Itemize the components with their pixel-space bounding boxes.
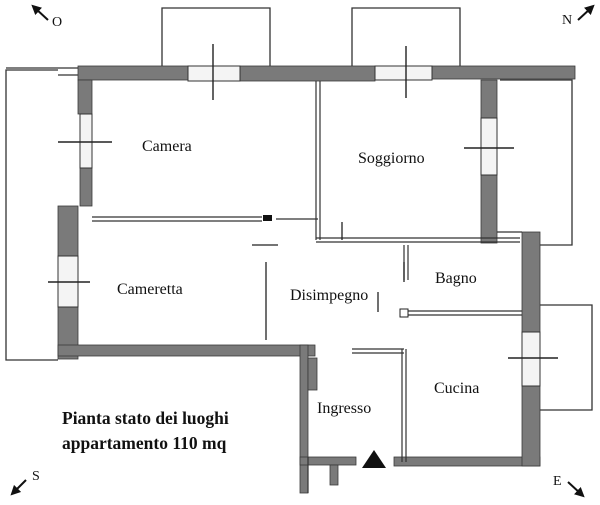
compass-arrow-top-left-icon xyxy=(31,4,49,21)
wall-left-a xyxy=(77,79,93,115)
window-right-soggiorno xyxy=(480,117,498,176)
wall-bottom-b xyxy=(393,456,541,467)
room-label-camera: Camera xyxy=(142,138,192,155)
room-label-bagno: Bagno xyxy=(435,270,477,287)
bagno-door-pivot xyxy=(399,308,409,318)
wall-bottom-stub xyxy=(329,464,339,486)
balcony-right-upper xyxy=(500,79,573,246)
wall-top-a xyxy=(77,65,189,81)
room-label-disimpegno: Disimpegno xyxy=(290,287,368,304)
partitions xyxy=(92,81,522,493)
window-right-cucina xyxy=(521,331,541,387)
wall-right-c xyxy=(521,231,541,333)
wall-ingresso-left xyxy=(299,344,309,494)
room-label-soggiorno: Soggiorno xyxy=(358,150,425,167)
window-top-camera xyxy=(187,65,241,82)
compass-arrow-bottom-left-icon xyxy=(10,479,27,496)
balcony-left xyxy=(5,69,58,361)
window-ticks xyxy=(48,44,558,359)
walls xyxy=(57,65,576,494)
wall-right-a xyxy=(480,79,498,119)
door-hinge-mark xyxy=(263,215,272,221)
room-label-cameretta: Cameretta xyxy=(117,281,183,298)
wall-left-c xyxy=(57,205,79,257)
caption-line-1: Pianta stato dei luoghi xyxy=(62,408,229,428)
balconies xyxy=(5,7,593,411)
caption-line-2: appartamento 110 mq xyxy=(62,433,227,453)
window-left-camera xyxy=(79,113,93,169)
wall-ingresso-jamb xyxy=(307,357,318,391)
room-label-cucina: Cucina xyxy=(434,380,479,397)
compass-label-bottom-right: E xyxy=(553,474,562,489)
compass-label-bottom-left: S xyxy=(32,469,40,484)
wall-left-b xyxy=(79,167,93,207)
room-label-ingresso: Ingresso xyxy=(317,400,371,417)
compass-arrow-top-right-icon xyxy=(577,4,595,21)
compass-arrow-bottom-right-icon xyxy=(567,481,585,498)
wall-right-d xyxy=(521,385,541,467)
wall-bottom-left xyxy=(57,344,316,357)
window-top-soggiorno xyxy=(374,65,433,81)
wall-right-b xyxy=(480,174,498,244)
wall-top-b xyxy=(239,65,376,82)
compass-label-top-right: N xyxy=(562,13,572,28)
wall-top-c xyxy=(431,65,576,80)
balcony-top-right xyxy=(351,7,461,68)
entrance-triangle-icon xyxy=(362,450,386,468)
door-marks xyxy=(252,222,405,340)
balcony-right-lower xyxy=(540,304,593,411)
wall-bottom-a xyxy=(299,456,357,466)
compass-label-top-left: O xyxy=(52,15,62,30)
balcony-top-left xyxy=(161,7,271,68)
windows xyxy=(57,65,541,387)
